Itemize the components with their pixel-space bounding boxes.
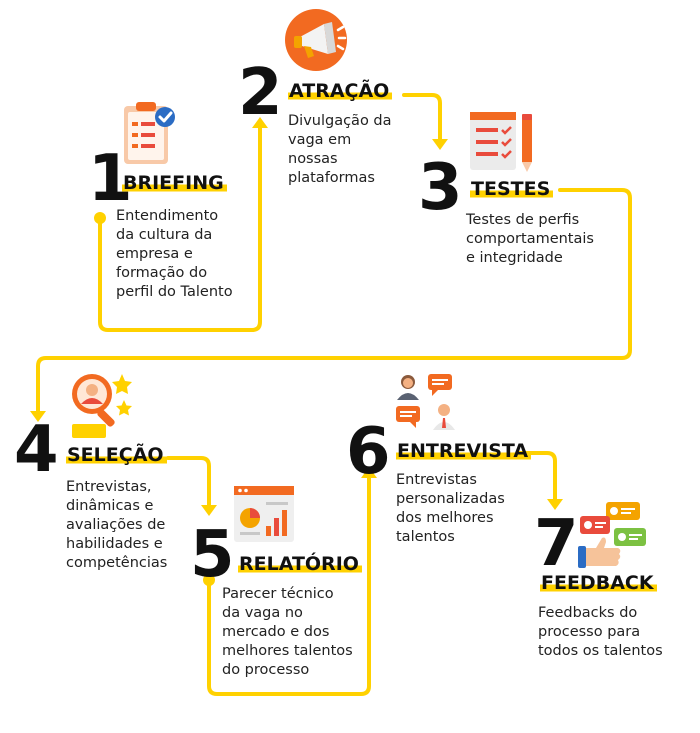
step-3-title: TESTES (470, 180, 554, 199)
step-4-description: Entrevistas, dinâmicas e avaliações de h… (66, 479, 168, 571)
checklist-clipboard-icon (124, 102, 175, 164)
step-7-title: FEEDBACK (540, 574, 657, 593)
test-sheet-pencil-icon (470, 112, 532, 172)
megaphone-icon (285, 9, 347, 71)
step-4-title: SELEÇÃO (66, 446, 167, 465)
report-chart-icon (234, 486, 294, 542)
step-5-number: 5 (190, 518, 235, 592)
interview-chat-icon (396, 374, 455, 430)
feedback-thumbs-up-icon (578, 502, 646, 568)
step-4-number: 4 (14, 413, 59, 487)
step-2-description: Divulgação da vaga em nossas plataformas (288, 113, 392, 186)
step-1-title: BRIEFING (122, 174, 227, 193)
step-3-description: Testes de perfis comportamentais e integ… (466, 212, 594, 266)
step-1-description: Entendimento da cultura da empresa e for… (116, 208, 233, 300)
candidate-search-icon (72, 374, 132, 438)
step-7-number: 7 (534, 507, 579, 581)
step-6-description: Entrevistas personalizadas dos melhores … (396, 472, 505, 545)
step-3-number: 3 (418, 151, 463, 225)
step-2-number: 2 (238, 56, 283, 130)
step-7-description: Feedbacks do processo para todos os tale… (538, 605, 663, 659)
step-5-title: RELATÓRIO (238, 555, 362, 574)
step-5-description: Parecer técnico da vaga no mercado e dos… (222, 586, 353, 678)
step-2-title: ATRAÇÃO (288, 82, 393, 101)
step-6-title: ENTREVISTA (396, 442, 532, 461)
step-6-number: 6 (346, 415, 391, 489)
